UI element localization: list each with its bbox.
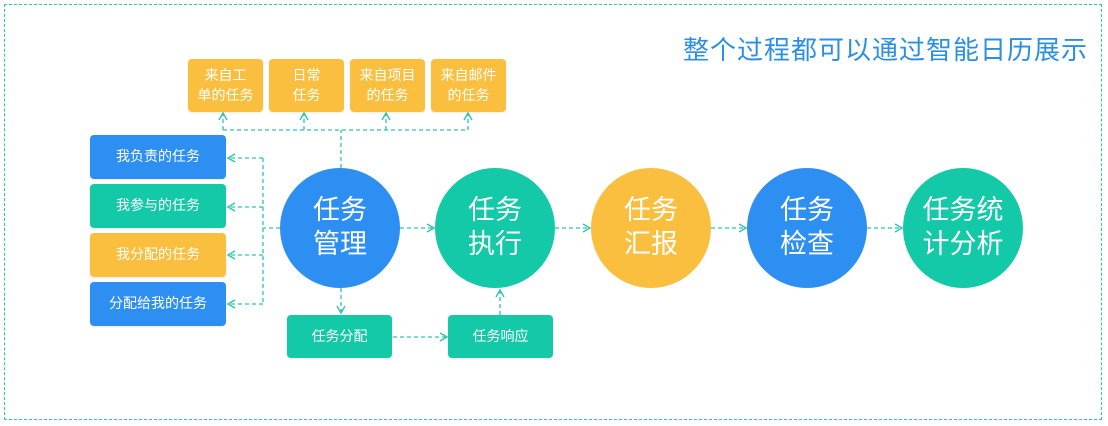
source-box-email: 来自邮件 的任务	[431, 59, 506, 112]
source-box-project: 来自项目 的任务	[350, 59, 425, 112]
substep-assign: 任务分配	[287, 315, 392, 358]
source-box-daily: 日常 任务	[269, 59, 344, 112]
diagram-frame	[4, 4, 1102, 420]
substep-response: 任务响应	[448, 315, 553, 358]
stage-inspection: 任务 检查	[747, 168, 867, 288]
source-box-work-order: 来自工 单的任务	[188, 59, 263, 112]
stage-statistics: 任务统 计分析	[903, 168, 1023, 288]
mytask-assigned-by-me: 我分配的任务	[90, 233, 226, 277]
diagram-title: 整个过程都可以通过智能日历展示	[682, 36, 1088, 66]
stage-management: 任务 管理	[280, 168, 400, 288]
stage-execution: 任务 执行	[435, 168, 555, 288]
mytask-participate: 我参与的任务	[90, 184, 226, 228]
mytask-responsible: 我负责的任务	[90, 135, 226, 179]
stage-report: 任务 汇报	[591, 168, 711, 288]
mytask-assigned-to-me: 分配给我的任务	[90, 282, 226, 326]
